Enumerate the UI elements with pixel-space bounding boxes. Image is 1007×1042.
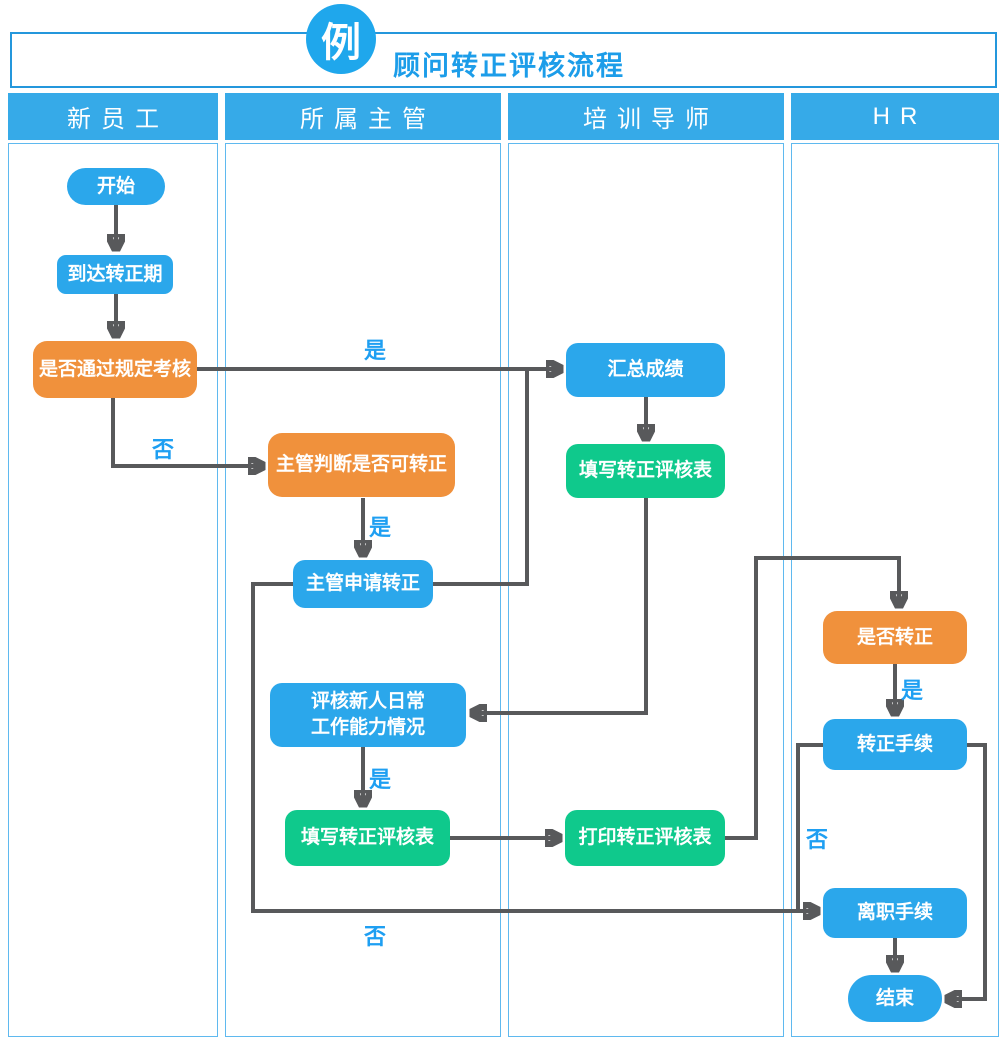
- lane-header-label: 培训导师: [583, 106, 719, 133]
- node-convert-procedure: 转正手续: [823, 719, 967, 770]
- example-badge: 例: [306, 4, 376, 74]
- node-print-form: 打印转正评核表: [565, 810, 725, 866]
- example-badge-label: 例: [321, 21, 361, 65]
- lane-body-supervisor: [225, 143, 501, 1037]
- node-end: 结束: [848, 975, 942, 1022]
- node-pass-exam-decision: 是否通过规定考核: [33, 341, 197, 398]
- title-box: [10, 32, 997, 88]
- edge-fill-mentor-to-evaluate: [472, 498, 648, 713]
- node-is-convert-decision: 是否转正: [823, 611, 967, 664]
- node-fill-form-mentor: 填写转正评核表: [566, 444, 725, 498]
- edge-convertproc-no-merge: [796, 743, 823, 909]
- lane-body-hr: [791, 143, 999, 1037]
- node-evaluate-daily: 评核新人日常 工作能力情况: [270, 683, 466, 747]
- node-judge-convert-decision: 主管判断是否可转正: [268, 433, 455, 497]
- edge-label-yes-evaluate: 是: [369, 767, 392, 792]
- lane-header-label: 新员工: [67, 106, 169, 133]
- lane-body-new-employee: [8, 143, 218, 1037]
- edge-label-no-pass: 否: [152, 437, 175, 462]
- node-apply-convert: 主管申请转正: [293, 560, 433, 608]
- edge-convertproc-to-end-loop: [947, 743, 987, 999]
- edge-label-yes-judge: 是: [369, 515, 392, 540]
- lane-header-supervisor: 所属主管: [225, 93, 501, 140]
- node-resign-procedure: 离职手续: [823, 888, 967, 938]
- lane-header-label: 所属主管: [300, 106, 436, 133]
- lane-header-mentor: 培训导师: [508, 93, 784, 140]
- lane-header-new-employee: 新员工: [8, 93, 218, 140]
- edge-label-yes-convert: 是: [901, 678, 924, 703]
- edge-apply-to-summarize-merge: [433, 371, 529, 586]
- node-start: 开始: [67, 168, 165, 205]
- page-title: 顾问转正评核流程: [393, 51, 625, 81]
- edge-print-to-isconvert: [725, 556, 899, 840]
- edge-label-yes-pass: 是: [364, 338, 387, 363]
- edge-pass-no-to-judge: [111, 397, 263, 466]
- lane-body-mentor: [508, 143, 784, 1037]
- node-fill-form-supervisor: 填写转正评核表: [285, 810, 450, 866]
- node-summarize-scores: 汇总成绩: [566, 343, 725, 397]
- node-reach-period: 到达转正期: [57, 255, 173, 294]
- edge-apply-no-to-resign: [251, 582, 818, 911]
- edge-label-no-bottom: 否: [364, 924, 387, 949]
- edge-label-no-convert: 否: [806, 827, 829, 852]
- lane-header-hr: HR: [791, 93, 999, 140]
- lane-header-label: HR: [872, 102, 928, 130]
